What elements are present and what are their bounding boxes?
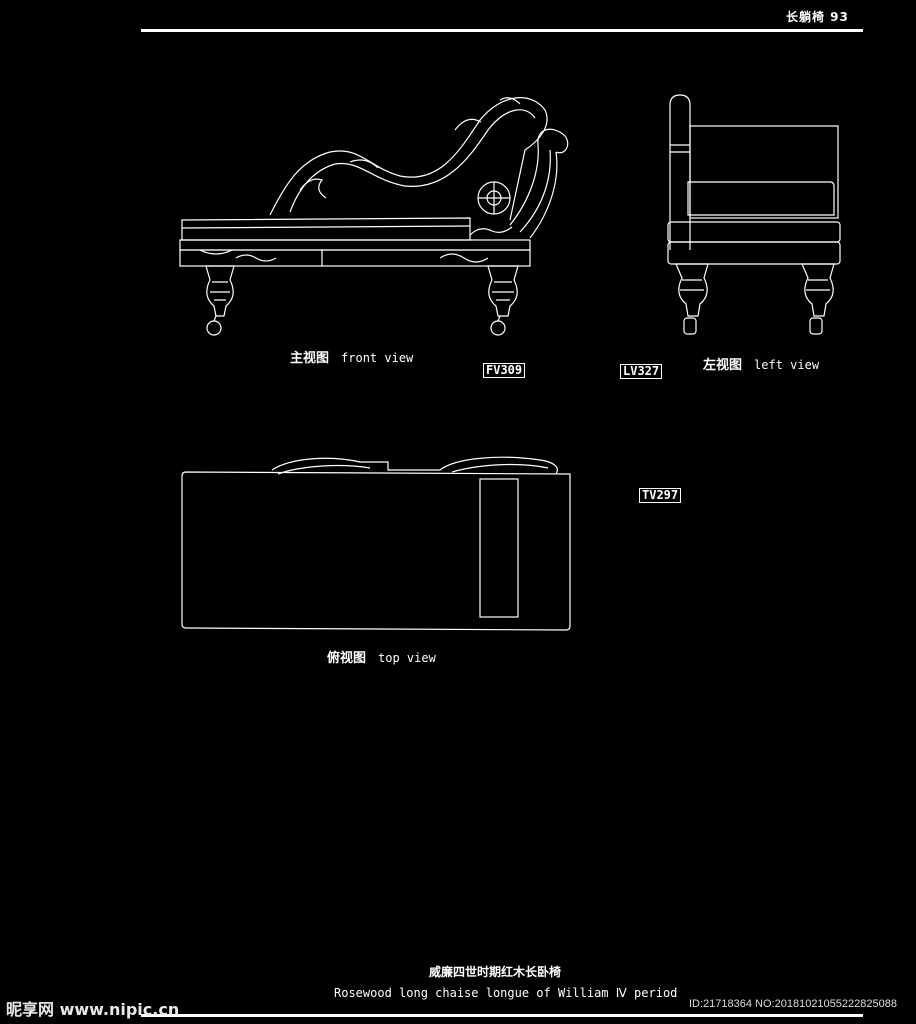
front-view-caption-cn: 主视图 [290,351,330,366]
top-view-caption: 俯视图 top view [327,647,436,666]
top-view-drawing [181,456,571,631]
left-view-drawing [667,94,841,335]
left-view-caption-cn: 左视图 [703,358,743,373]
left-view-caption-en: left view [754,358,820,372]
watermark-brand: 昵享网 www.nipic.cn [6,1000,180,1019]
watermark-id: ID:21718364 NO:20181021055222825088 [689,998,897,1010]
front-view-code: FV309 [483,363,526,378]
footer-title-en: Rosewood long chaise longue of William Ⅳ… [334,986,678,1000]
header-rule [141,29,863,32]
top-view-caption-cn: 俯视图 [327,651,367,666]
footer-title-cn: 威廉四世时期红木长卧椅 [429,965,562,979]
top-view-code: TV297 [639,488,682,503]
top-view-caption-en: top view [378,651,436,665]
front-view-drawing [179,97,569,336]
front-view-caption: 主视图 front view [290,347,413,366]
left-view-code: LV327 [620,364,663,379]
footer-rule [141,1014,863,1017]
page-header-title: 长躺椅 93 [786,10,849,24]
left-view-caption: 左视图 left view [703,354,819,373]
front-view-caption-en: front view [341,351,414,365]
